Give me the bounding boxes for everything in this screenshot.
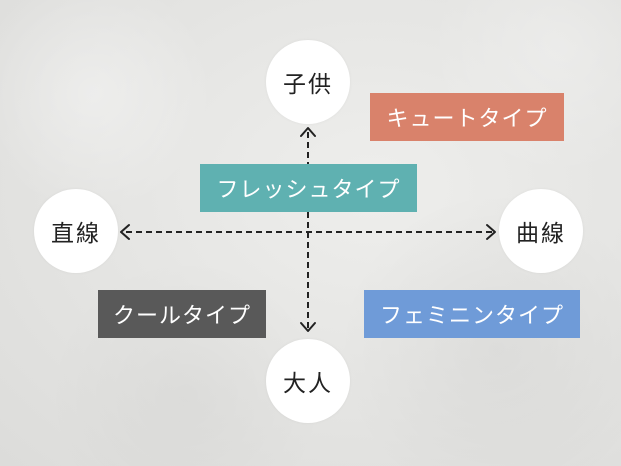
label-cool-type: クールタイプ bbox=[98, 290, 266, 338]
arrowhead-left-icon bbox=[120, 224, 130, 240]
node-adult-label: 大人 bbox=[283, 371, 333, 397]
node-straight-label: 直線 bbox=[51, 221, 101, 247]
label-feminine-type-text: フェミニンタイプ bbox=[379, 304, 564, 329]
label-cool-type-text: クールタイプ bbox=[112, 304, 251, 329]
node-child-label: 子供 bbox=[283, 72, 333, 98]
node-curve: 曲線 bbox=[499, 189, 583, 273]
node-child: 子供 bbox=[266, 40, 350, 124]
label-feminine-type: フェミニンタイプ bbox=[364, 290, 580, 338]
label-cute-type-text: キュートタイプ bbox=[386, 107, 548, 132]
arrowhead-up-icon bbox=[300, 127, 316, 137]
node-straight: 直線 bbox=[34, 189, 118, 273]
arrowhead-right-icon bbox=[486, 224, 496, 240]
label-cute-type: キュートタイプ bbox=[370, 93, 564, 141]
label-fresh-type-text: フレッシュタイプ bbox=[216, 178, 401, 203]
label-fresh-type: フレッシュタイプ bbox=[200, 164, 417, 212]
arrowhead-down-icon bbox=[300, 322, 316, 332]
node-curve-label: 曲線 bbox=[516, 221, 566, 247]
node-adult: 大人 bbox=[266, 339, 350, 423]
